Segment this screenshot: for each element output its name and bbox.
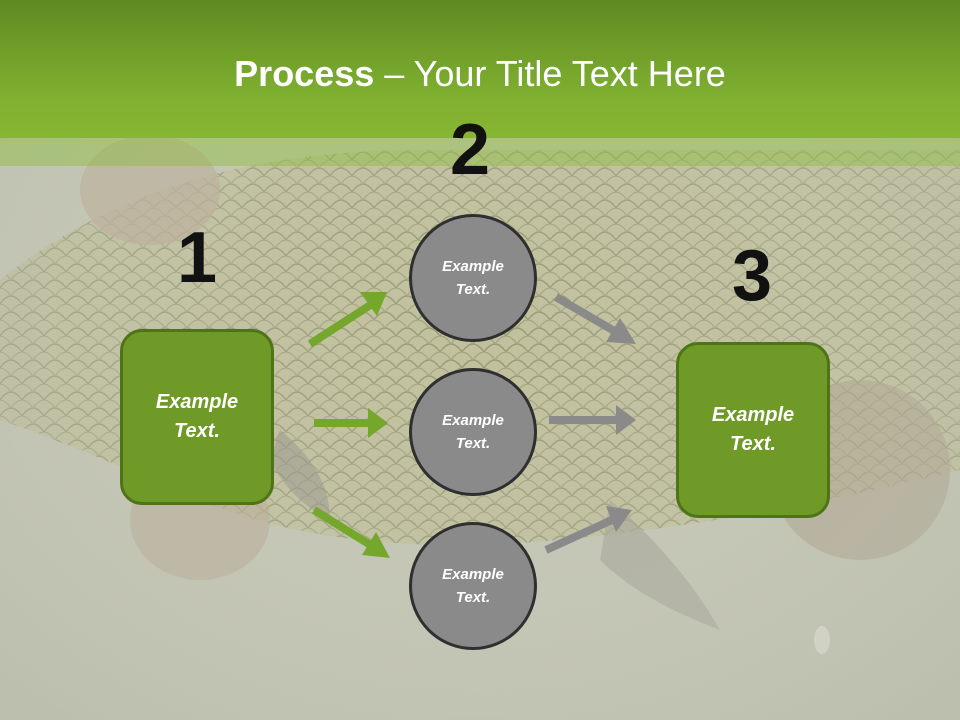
arrow-right-icon [553, 293, 636, 344]
step-number-1: 1 [177, 218, 218, 298]
step-number-2: 2 [450, 110, 491, 190]
arrow-right-icon [549, 405, 636, 435]
step-3-box: Example Text. [676, 342, 830, 518]
step-2-circle-top: Example Text. [409, 214, 537, 342]
step-2-circle-bottom: Example Text. [409, 522, 537, 650]
header-band [0, 138, 960, 166]
arrow-right-icon [314, 408, 388, 438]
title-rest-part: – Your Title Text Here [374, 53, 726, 94]
title-bold-part: Process [234, 53, 375, 94]
step-1-box: Example Text. [120, 329, 274, 505]
title-header [0, 0, 960, 138]
arrow-right-icon [544, 506, 632, 554]
arrow-right-icon [307, 292, 387, 348]
arrow-right-icon [311, 506, 390, 558]
step-2-circle-middle: Example Text. [409, 368, 537, 496]
slide-title: Process – Your Title Text Here [0, 52, 960, 96]
step-number-3: 3 [732, 236, 773, 316]
